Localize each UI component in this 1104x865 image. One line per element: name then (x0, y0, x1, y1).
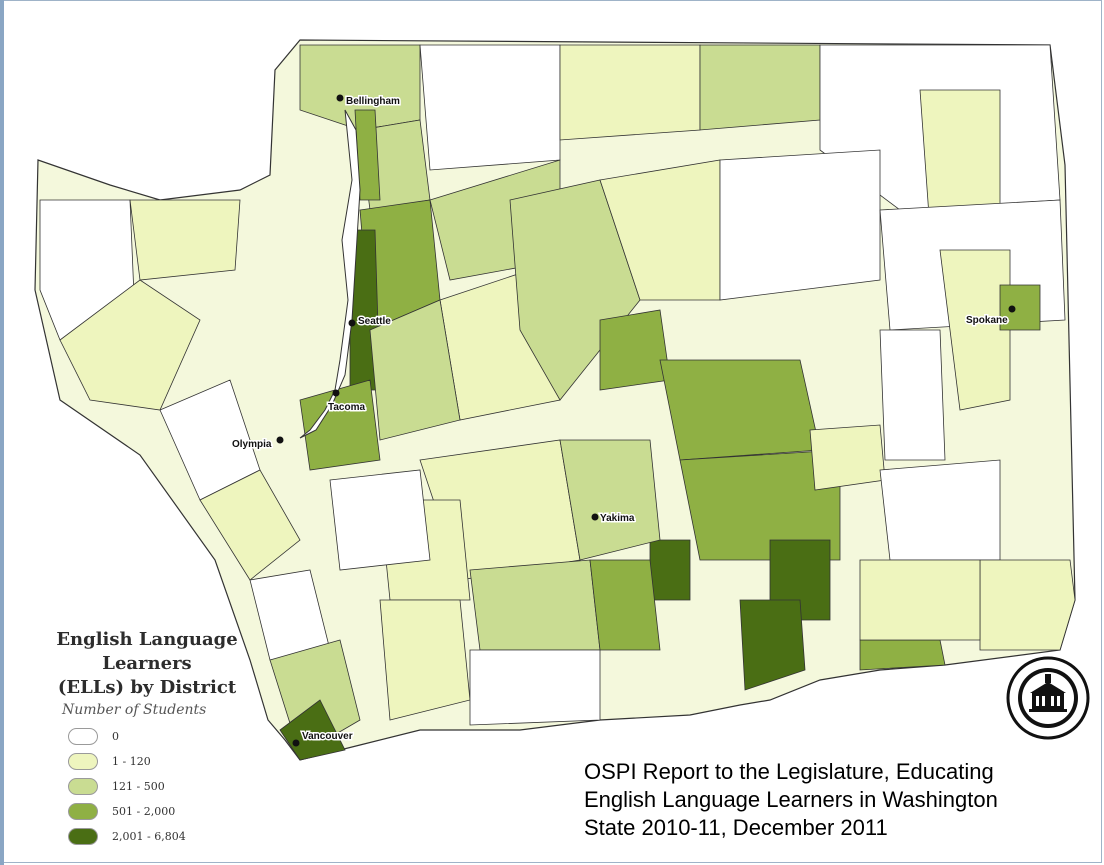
legend-item: 2,001 - 6,804 (68, 824, 282, 849)
city-label-yakima: Yakima (600, 513, 635, 524)
district-region (379, 599, 471, 721)
legend-label: 2,001 - 6,804 (112, 830, 186, 843)
map-legend: English Language Learners (ELLs) by Dist… (12, 628, 282, 849)
district-region (419, 44, 561, 171)
legend-item: 1 - 120 (68, 749, 282, 774)
legend-label: 501 - 2,000 (112, 805, 176, 818)
city-dot-olympia (276, 436, 284, 444)
city-label-seattle: Seattle (358, 316, 391, 327)
puget-sound-water (299, 109, 361, 439)
legend-swatch (68, 728, 98, 745)
district-region (299, 379, 381, 471)
district-region (739, 599, 806, 691)
left-border-accent (0, 0, 4, 865)
legend-title-line2: (ELLs) by District (57, 677, 237, 698)
report-caption: OSPI Report to the Legislature, Educatin… (584, 758, 1094, 842)
city-label-olympia: Olympia (232, 439, 272, 450)
city-markers: Bellingham Seattle Tacoma Olympia Yakima… (231, 94, 1016, 747)
district-region (809, 424, 886, 491)
district-region (719, 149, 881, 301)
district-region (999, 284, 1041, 331)
city-label-spokane: Spokane (966, 315, 1008, 326)
legend-label: 121 - 500 (112, 780, 165, 793)
ospi-seal-icon (1006, 656, 1090, 740)
district-region (129, 199, 241, 281)
caption-line2: English Language Learners in Washington (584, 787, 998, 812)
district-region (559, 44, 701, 141)
district-region (879, 459, 1001, 561)
district-region (589, 559, 661, 651)
legend-swatch (68, 828, 98, 845)
legend-title-line1: English Language Learners (56, 629, 238, 674)
district-polygons (39, 44, 1076, 761)
district-region (199, 469, 301, 581)
district-region (659, 359, 821, 461)
caption-line1: OSPI Report to the Legislature, Educatin… (584, 759, 994, 784)
caption-line3: State 2010-11, December 2011 (584, 815, 888, 840)
city-label-bellingham: Bellingham (346, 96, 400, 107)
district-region (699, 44, 821, 131)
district-region (469, 649, 601, 726)
district-region (979, 559, 1076, 651)
city-dot-vancouver (292, 739, 300, 747)
legend-item: 121 - 500 (68, 774, 282, 799)
district-region (859, 559, 981, 641)
district-region (649, 539, 691, 601)
legend-swatch (68, 803, 98, 820)
legend-label: 1 - 120 (112, 755, 151, 768)
district-region (369, 299, 461, 441)
district-region (599, 309, 671, 391)
legend-subtitle: Number of Students (62, 702, 207, 718)
legend-item: 501 - 2,000 (68, 799, 282, 824)
district-region (329, 469, 431, 571)
district-region (469, 559, 601, 651)
district-region (939, 249, 1011, 411)
city-dot-bellingham (336, 94, 344, 102)
city-label-vancouver: Vancouver (302, 731, 353, 742)
district-region (59, 279, 201, 411)
legend-label: 0 (112, 730, 119, 743)
city-dot-spokane (1008, 305, 1016, 313)
district-region (679, 449, 841, 561)
legend-swatch (68, 753, 98, 770)
city-dot-seattle (348, 319, 356, 327)
district-region (879, 329, 946, 461)
legend-swatch (68, 778, 98, 795)
city-label-tacoma: Tacoma (328, 402, 365, 413)
district-region (559, 439, 661, 561)
city-dot-yakima (591, 513, 599, 521)
legend-item: 0 (68, 724, 282, 749)
city-dot-tacoma (332, 389, 340, 397)
district-region (859, 639, 946, 671)
